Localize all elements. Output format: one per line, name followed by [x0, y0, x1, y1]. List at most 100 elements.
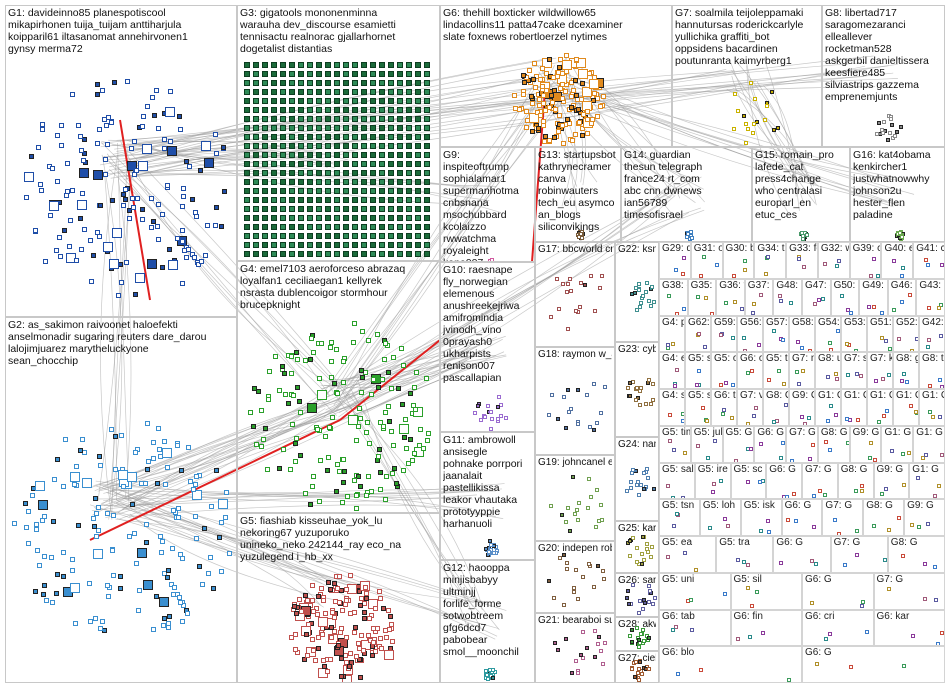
node	[187, 164, 193, 170]
node-square	[316, 98, 322, 104]
node	[534, 73, 540, 79]
node	[495, 416, 500, 421]
node-square	[424, 71, 430, 77]
small-group-cell: G58: rhil	[789, 315, 815, 353]
node	[683, 451, 688, 456]
node	[724, 381, 729, 386]
node	[25, 509, 31, 515]
node-square	[316, 251, 322, 257]
node	[902, 482, 907, 487]
small-group-cell: G7: G	[830, 536, 888, 573]
node-square	[298, 179, 304, 185]
node-square	[289, 71, 295, 77]
group-nodes	[441, 6, 671, 146]
node	[128, 146, 134, 152]
node	[366, 441, 372, 447]
node	[645, 475, 650, 480]
node	[643, 401, 648, 406]
node	[647, 588, 652, 593]
group-nodes	[616, 243, 658, 341]
node	[596, 564, 601, 569]
node	[344, 660, 350, 666]
node	[320, 631, 326, 637]
node	[280, 447, 286, 453]
node-square	[334, 125, 340, 131]
node	[385, 607, 391, 613]
node	[592, 585, 597, 590]
node	[755, 589, 760, 594]
node-square	[334, 188, 340, 194]
node	[698, 667, 703, 672]
node-square	[253, 251, 259, 257]
node-square	[244, 152, 250, 158]
node-square	[325, 179, 331, 185]
node	[584, 130, 590, 136]
node	[765, 255, 770, 260]
small-group-cell: G1: G	[867, 389, 893, 426]
node	[899, 378, 904, 383]
node	[652, 300, 657, 305]
node-square	[307, 206, 313, 212]
node	[531, 60, 537, 66]
group-g18: G18: raymon w_angel reginap tudortw penn…	[535, 347, 615, 455]
node	[828, 403, 833, 408]
node	[309, 637, 315, 643]
node	[681, 271, 686, 276]
node	[746, 480, 751, 485]
node	[726, 524, 731, 529]
node	[742, 113, 747, 118]
small-group-label: G30: bhjk	[725, 243, 754, 254]
node	[637, 666, 642, 671]
node	[931, 414, 936, 419]
node-square	[379, 197, 385, 203]
node	[179, 556, 185, 562]
node	[600, 517, 605, 522]
node	[649, 555, 654, 560]
node	[150, 440, 156, 446]
node	[887, 527, 892, 532]
node-square	[361, 71, 367, 77]
node	[576, 421, 581, 426]
small-group-label: G9: G	[852, 426, 880, 438]
node	[900, 554, 905, 559]
node	[63, 192, 69, 198]
node	[568, 93, 574, 99]
node-square	[244, 107, 250, 113]
small-group-cell: G5: tec	[763, 352, 789, 389]
node	[927, 410, 932, 415]
node-square	[388, 62, 394, 68]
node	[289, 354, 295, 360]
node	[79, 147, 85, 153]
node-square	[352, 170, 358, 176]
node	[294, 356, 300, 362]
node-square	[388, 206, 394, 212]
node	[94, 140, 100, 146]
highlight-edge	[339, 339, 441, 421]
node	[361, 610, 367, 616]
node	[628, 479, 633, 484]
small-group-label: G1: G	[916, 426, 943, 438]
small-group-label: G8: up	[818, 353, 840, 365]
node-square	[253, 197, 259, 203]
node	[736, 637, 741, 642]
small-group-label: G7: ke	[870, 353, 892, 365]
node-square	[262, 233, 268, 239]
node	[335, 462, 341, 468]
node	[814, 561, 819, 566]
node	[836, 328, 840, 333]
small-group-label: G5: G	[725, 426, 753, 438]
node	[354, 437, 360, 443]
node	[120, 483, 126, 489]
node-square	[253, 80, 259, 86]
node	[752, 97, 757, 102]
node	[365, 337, 371, 343]
node	[69, 582, 80, 593]
node	[901, 371, 906, 376]
node-square	[397, 152, 403, 158]
node-square	[253, 107, 259, 113]
node-square	[361, 80, 367, 86]
group-g15: G15: romain_pro lafede_cat press4change …	[752, 147, 850, 242]
node	[556, 417, 561, 422]
small-group-label: G5: juk	[693, 426, 723, 438]
small-group-cell: G6: G	[802, 572, 874, 610]
